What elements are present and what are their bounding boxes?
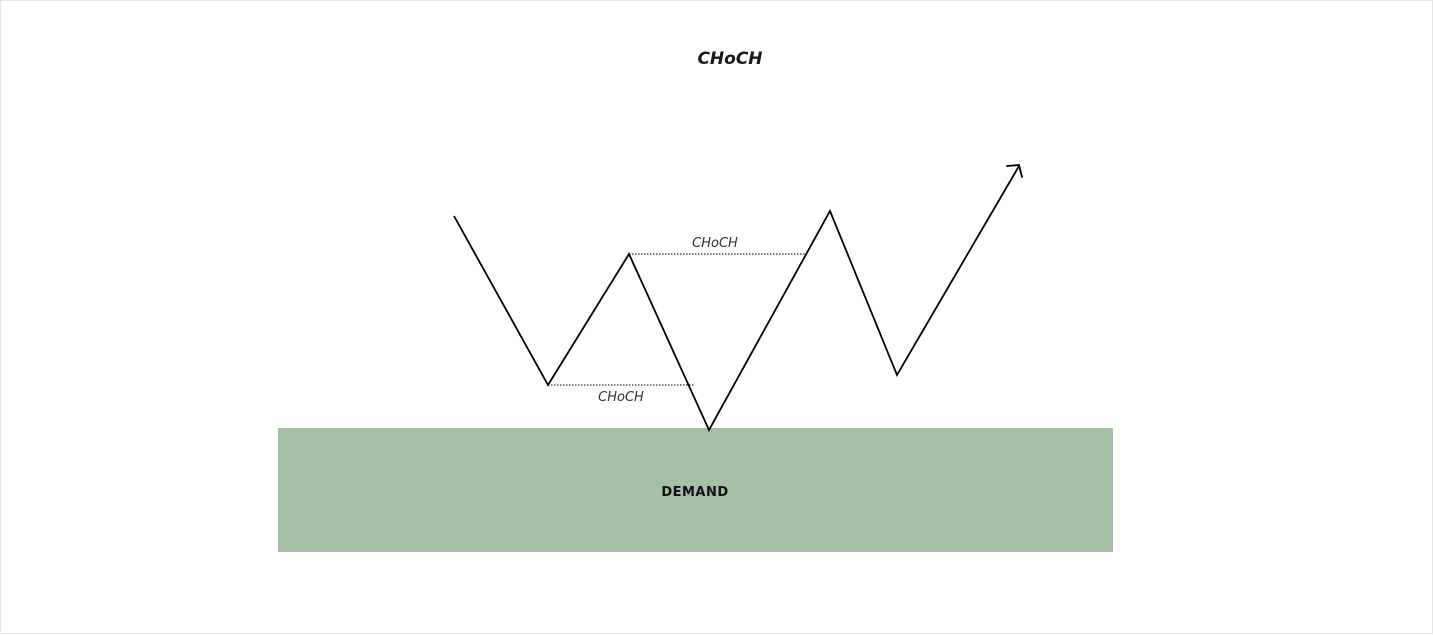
diagram-title: CHoCH	[697, 49, 762, 69]
demand-zone-label: DEMAND	[661, 485, 728, 500]
upper-choch-label: CHoCH	[692, 236, 738, 251]
price-swing-path	[453, 165, 1020, 433]
arrow-head-icon	[1006, 164, 1023, 178]
lower-choch-label: CHoCH	[598, 390, 644, 405]
demand-zone	[278, 428, 1113, 552]
